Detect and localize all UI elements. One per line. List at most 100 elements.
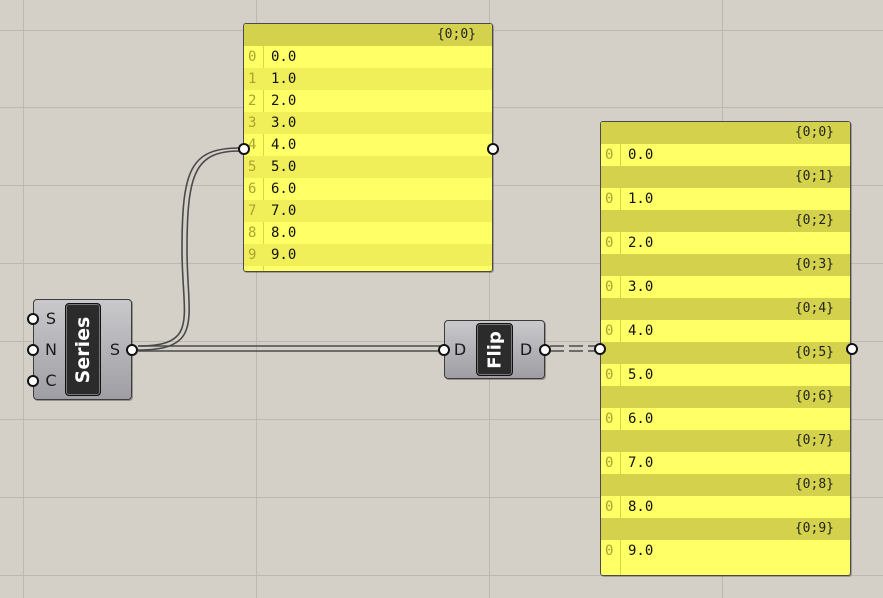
flip-name-block[interactable]: Flip xyxy=(476,323,513,376)
list-item-value: 3.0 xyxy=(271,115,297,131)
canvas-gridline xyxy=(0,497,883,498)
tree-branch-path: {0;3} xyxy=(601,254,850,276)
list-item-index: 7 xyxy=(248,203,257,219)
tree-item-index: 0 xyxy=(605,499,614,515)
series-input-label-start: C xyxy=(45,371,57,390)
list-item-index: 8 xyxy=(248,225,257,241)
list-panel-input-port[interactable] xyxy=(238,143,250,155)
canvas-gridline xyxy=(0,419,883,420)
canvas-gridline xyxy=(0,341,883,342)
series-component-name: Series xyxy=(72,316,94,383)
flip-output-port[interactable] xyxy=(539,344,551,356)
tree-item-value: 7.0 xyxy=(628,455,654,471)
tree-item-value: 0.0 xyxy=(628,147,654,163)
series-output-label: S xyxy=(109,340,121,359)
flip-output-label: D xyxy=(519,340,533,359)
tree-branch-path: {0;1} xyxy=(601,166,850,188)
tree-branch-path: {0;4} xyxy=(601,298,850,320)
tree-item-value: 3.0 xyxy=(628,279,654,295)
flip-component-name: Flip xyxy=(484,330,505,369)
tree-branch-path: {0;0} xyxy=(601,122,850,144)
series-name-block[interactable]: Series xyxy=(65,303,101,396)
tree-item-value: 9.0 xyxy=(628,543,654,559)
flip-input-port[interactable] xyxy=(438,344,450,356)
tree-panel-input-port[interactable] xyxy=(594,343,606,355)
series-input-label-step: S xyxy=(45,309,57,328)
canvas-gridline xyxy=(256,0,257,598)
tree-branch-path: {0;2} xyxy=(601,210,850,232)
series-input-label-count: N xyxy=(45,340,57,359)
tree-item-index: 0 xyxy=(605,279,614,295)
series-input-port-count[interactable] xyxy=(27,344,39,356)
tree-item-index: 0 xyxy=(605,235,614,251)
tree-item-value: 1.0 xyxy=(628,191,654,207)
list-item-value: 7.0 xyxy=(271,203,297,219)
tree-panel-output-port[interactable] xyxy=(846,343,858,355)
tree-branch-path: {0;6} xyxy=(601,386,850,408)
wire-series-to-list-panel[interactable] xyxy=(137,147,241,347)
tree-item-index: 0 xyxy=(605,147,614,163)
tree-item-index: 0 xyxy=(605,411,614,427)
list-item-index: 5 xyxy=(248,159,257,175)
list-item-index: 0 xyxy=(248,49,257,65)
list-panel-output-port[interactable] xyxy=(487,143,499,155)
tree-item-index: 0 xyxy=(605,323,614,339)
tree-item-value: 4.0 xyxy=(628,323,654,339)
tree-branch-path: {0;8} xyxy=(601,474,850,496)
list-item-value: 6.0 xyxy=(271,181,297,197)
canvas-gridline xyxy=(23,0,24,598)
list-item-value: 8.0 xyxy=(271,225,297,241)
series-component[interactable]: S N C Series S xyxy=(27,299,138,400)
list-panel-header: {0;0} xyxy=(244,24,492,46)
tree-branch-path: {0;5} xyxy=(601,342,850,364)
list-item-index: 6 xyxy=(248,181,257,197)
wire-series-to-list-panel[interactable] xyxy=(137,150,241,351)
flip-input-label: D xyxy=(453,340,467,359)
canvas-gridline xyxy=(0,575,883,576)
tree-branch-path: {0;9} xyxy=(601,518,850,540)
series-output-port[interactable] xyxy=(126,344,138,356)
list-item-value: 0.0 xyxy=(271,49,297,65)
list-item-value: 4.0 xyxy=(271,137,297,153)
tree-item-index: 0 xyxy=(605,191,614,207)
list-item-index: 2 xyxy=(248,93,257,109)
canvas-gridline xyxy=(489,0,490,598)
list-item-value: 9.0 xyxy=(271,247,297,263)
series-input-port-step[interactable] xyxy=(27,313,39,325)
tree-item-value: 2.0 xyxy=(628,235,654,251)
flip-component[interactable]: D Flip D xyxy=(438,320,551,379)
list-item-value: 1.0 xyxy=(271,71,297,87)
series-input-port-start[interactable] xyxy=(27,375,39,387)
tree-item-value: 6.0 xyxy=(628,411,654,427)
tree-item-value: 5.0 xyxy=(628,367,654,383)
tree-item-value: 8.0 xyxy=(628,499,654,515)
list-item-index: 1 xyxy=(248,71,257,87)
tree-item-index: 0 xyxy=(605,543,614,559)
list-item-value: 5.0 xyxy=(271,159,297,175)
tree-branch-path: {0;7} xyxy=(601,430,850,452)
tree-item-index: 0 xyxy=(605,455,614,471)
list-item-index: 9 xyxy=(248,247,257,263)
